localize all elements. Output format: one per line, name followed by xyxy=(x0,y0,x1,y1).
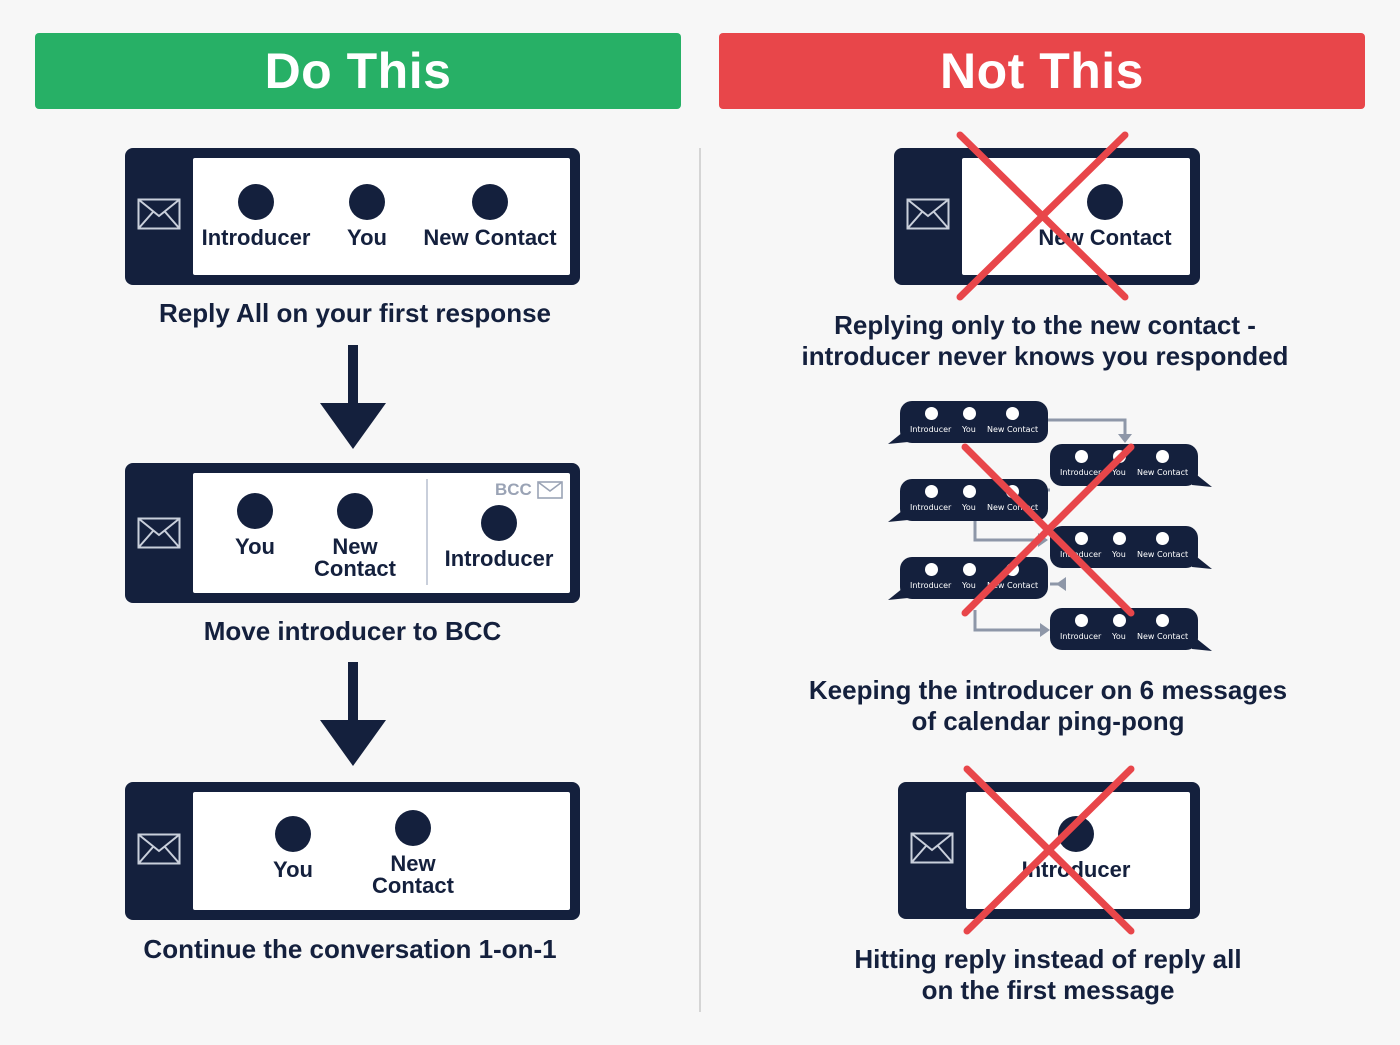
bcc-divider xyxy=(426,479,428,585)
connector-arrow xyxy=(973,610,1042,632)
connector-arrow xyxy=(973,520,1040,542)
bubble-tail xyxy=(1192,635,1212,651)
bubble-tail xyxy=(888,584,908,600)
wrong2-caption: Keeping the introducer on 6 messages of … xyxy=(808,675,1288,736)
recipient-area: Introducer xyxy=(966,792,1190,909)
envelope-icon xyxy=(137,198,181,230)
cross-icon xyxy=(961,443,1135,617)
recipient-area: Introducer You New Contact xyxy=(193,158,570,275)
not-this-banner: Not This xyxy=(719,33,1365,109)
step1-caption: Reply All on your first response xyxy=(158,298,551,328)
step3-caption: Continue the conversation 1-on-1 xyxy=(143,934,557,964)
chat-bubble: Introducer You New Contact xyxy=(900,401,1048,443)
down-arrow-icon xyxy=(320,662,386,766)
down-arrow-icon xyxy=(320,345,386,449)
avatar xyxy=(481,505,517,541)
recipient-area: You New Contact BCC Introducer xyxy=(193,473,570,593)
email-card-one-on-one: You New Contact xyxy=(125,782,580,920)
do-this-title: Do This xyxy=(264,43,452,99)
recipient-area: You New Contact xyxy=(193,792,570,910)
avatar xyxy=(1087,184,1123,220)
wrong3-caption: Hitting reply instead of reply all on th… xyxy=(854,944,1242,1005)
bubble-tail xyxy=(1192,471,1212,487)
avatar xyxy=(237,493,273,529)
email-card-bcc: You New Contact BCC Introducer xyxy=(125,463,580,603)
do-this-banner: Do This xyxy=(35,33,681,109)
connector-arrow xyxy=(1048,418,1127,436)
step2-caption: Move introducer to BCC xyxy=(203,616,502,646)
avatar xyxy=(275,816,311,852)
envelope-icon xyxy=(910,832,954,864)
bcc-tag: BCC xyxy=(495,480,563,500)
recipient-you: You xyxy=(253,816,333,881)
envelope-icon xyxy=(137,517,181,549)
chat-bubble: Introducer You New Contact xyxy=(900,479,1048,521)
recipient-new-contact: New Contact xyxy=(303,493,407,580)
arrow-head xyxy=(1118,434,1132,443)
recipient-introducer-bcc: Introducer xyxy=(437,505,561,570)
recipient-introducer: Introducer xyxy=(1006,816,1146,881)
avatar xyxy=(472,184,508,220)
not-this-title: Not This xyxy=(940,43,1144,99)
bubble-tail xyxy=(1192,553,1212,569)
arrow-head xyxy=(1040,623,1050,637)
recipient-you: You xyxy=(215,493,295,558)
envelope-icon xyxy=(537,481,563,499)
recipient-you: You xyxy=(327,184,407,249)
recipient-introducer: Introducer xyxy=(193,184,319,249)
recipient-new-contact: New Contact xyxy=(361,810,465,897)
avatar xyxy=(349,184,385,220)
avatar xyxy=(337,493,373,529)
arrow-head xyxy=(1056,577,1066,591)
cross-icon xyxy=(963,765,1135,935)
wrong1-caption: Replying only to the new contact - intro… xyxy=(801,310,1289,371)
bcc-label: BCC xyxy=(495,480,532,499)
recipient-new-contact: New Contact xyxy=(417,184,563,249)
column-divider xyxy=(699,148,701,1012)
bubble-tail xyxy=(888,428,908,444)
envelope-icon xyxy=(906,198,950,230)
avatar xyxy=(395,810,431,846)
bubble-tail xyxy=(888,506,908,522)
avatar xyxy=(238,184,274,220)
email-card-reply-all: Introducer You New Contact xyxy=(125,148,580,285)
cross-icon xyxy=(956,131,1129,301)
envelope-icon xyxy=(137,833,181,865)
chat-bubble: Introducer You New Contact xyxy=(1050,608,1198,650)
